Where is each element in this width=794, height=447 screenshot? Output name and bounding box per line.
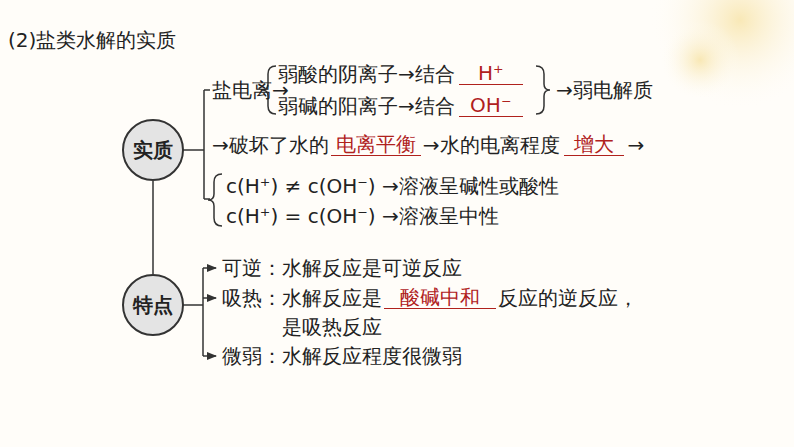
answer-blank: 电离平衡	[331, 133, 421, 156]
topic-circle: 特点	[122, 274, 184, 336]
text-label: 盐电离→	[212, 78, 289, 102]
text-label: c(H⁺) ≠ c(OH⁻) →溶液呈碱性或酸性	[226, 174, 559, 198]
answer-blank: 增大	[564, 133, 624, 156]
bracket-line	[202, 268, 204, 356]
bracket-arrow	[203, 355, 216, 357]
brace	[208, 174, 222, 226]
answer-blank: H⁺	[459, 62, 523, 85]
topic-text: 特点	[133, 292, 173, 319]
text-label: 反应的逆反应，	[498, 286, 638, 310]
text-label: →	[628, 133, 645, 157]
text-label: →弱电解质	[556, 78, 653, 102]
bracket-arrow	[203, 267, 216, 269]
topic-text: 实质	[133, 137, 173, 164]
text-label: 弱酸的阴离子→结合	[278, 62, 455, 86]
connector-line	[152, 181, 154, 274]
text-label: 弱碱的阳离子→结合	[278, 94, 455, 118]
bracket-line	[204, 89, 210, 91]
bracket-line	[183, 149, 204, 151]
background-glow	[660, 20, 740, 100]
text-label: 微弱：水解反应程度很微弱	[222, 344, 462, 368]
text-label: →破坏了水的	[212, 133, 329, 157]
text-label: c(H⁺) = c(OH⁻) →溶液呈中性	[226, 204, 499, 228]
text-label: 可逆：水解反应是可逆反应	[222, 256, 462, 280]
section-title: (2)盐类水解的实质	[8, 28, 176, 52]
topic-circle: 实质	[122, 119, 184, 181]
text-label: →水的电离程度	[423, 133, 560, 157]
answer-blank: 酸碱中和	[384, 286, 496, 309]
bracket-line	[203, 90, 205, 199]
answer-blank: OH⁻	[459, 94, 523, 117]
bracket-arrow	[203, 297, 216, 299]
text-label: 吸热：水解反应是	[222, 286, 382, 310]
text-label: 是吸热反应	[282, 315, 382, 339]
bracket-line	[183, 304, 203, 306]
brace	[536, 66, 550, 114]
background-glow	[650, 0, 794, 110]
